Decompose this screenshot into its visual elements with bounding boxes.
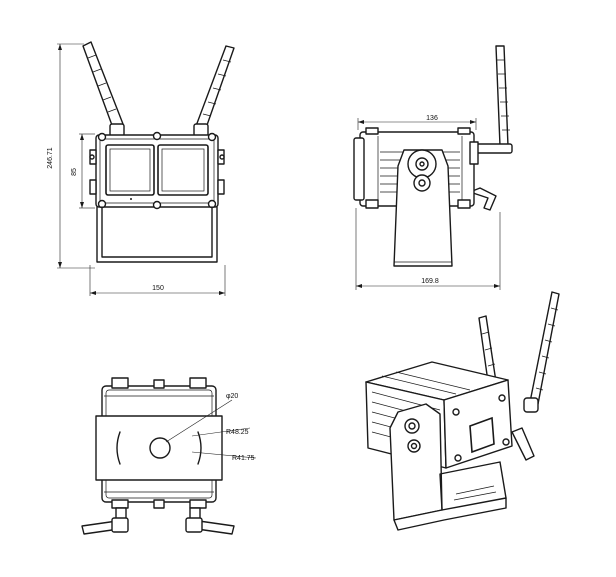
rear-view	[81, 377, 257, 535]
iso-front-window	[469, 416, 495, 454]
front-left-antenna	[82, 41, 125, 137]
label-radius-outer: R48.25	[226, 429, 249, 436]
side-view: 136 169.8	[353, 45, 513, 290]
dimension-overall-height	[57, 43, 95, 269]
isometric-view	[365, 291, 560, 531]
label-overall-height: 246.71	[47, 147, 54, 169]
front-view: 246.71 85 150	[47, 41, 235, 296]
front-right-antenna	[193, 45, 235, 137]
iso-cable	[511, 427, 535, 461]
label-radius-inner: R41.75	[232, 455, 255, 462]
leader-hole-diameter	[165, 399, 233, 443]
label-hole-diameter: φ20	[226, 393, 238, 400]
rear-left-antenna	[81, 507, 129, 535]
rear-center-hole	[149, 437, 171, 459]
side-cable	[469, 187, 497, 211]
label-side-bottom-width: 169.8	[421, 278, 439, 285]
rear-right-antenna	[185, 507, 235, 535]
dimension-side-bottom-width	[355, 208, 501, 290]
side-antenna	[475, 45, 513, 154]
iso-right-antenna	[523, 291, 560, 413]
front-left-window	[105, 144, 155, 196]
label-body-height: 85	[71, 168, 78, 176]
dimension-front-width	[89, 265, 226, 296]
leader-radius-outer	[191, 427, 251, 437]
leader-radius-inner	[191, 451, 257, 459]
side-bracket-plate	[393, 149, 453, 267]
front-bracket	[96, 206, 218, 263]
front-right-window	[157, 144, 209, 196]
label-front-width: 150	[152, 285, 164, 292]
dimension-body-height	[79, 133, 95, 209]
label-side-top-width: 136	[426, 115, 438, 122]
dimension-side-top-width	[357, 118, 477, 130]
